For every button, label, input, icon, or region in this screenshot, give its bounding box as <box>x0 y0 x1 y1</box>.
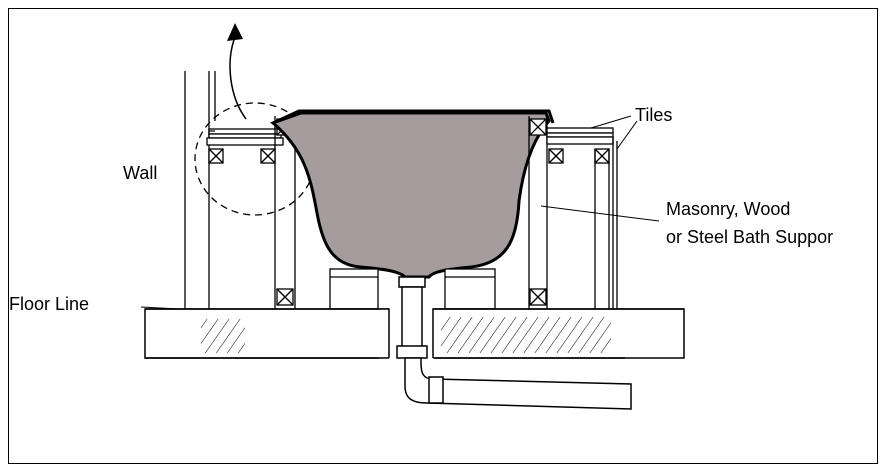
bath-installation-diagram <box>140 23 685 410</box>
wall-framing <box>184 71 216 309</box>
label-support-line1: Masonry, Wood <box>666 199 791 219</box>
left-ledge <box>206 128 284 146</box>
label-support-line2: or Steel Bath Suppor <box>666 227 834 247</box>
drain-pipe <box>396 276 632 410</box>
label-wall: Wall <box>123 163 158 183</box>
label-floor-line: Floor Line <box>9 294 90 314</box>
right-ledge-tiles <box>546 127 618 309</box>
bath-tub <box>270 111 551 279</box>
label-tiles: Tiles <box>635 105 673 125</box>
diagram-frame: Wall Tiles Floor Line Masonry, Wood or S… <box>8 8 878 464</box>
bath-rim <box>272 109 555 125</box>
floor-hatching <box>201 317 611 353</box>
right-bath-support <box>528 116 610 309</box>
curved-arrow-icon <box>227 23 247 120</box>
